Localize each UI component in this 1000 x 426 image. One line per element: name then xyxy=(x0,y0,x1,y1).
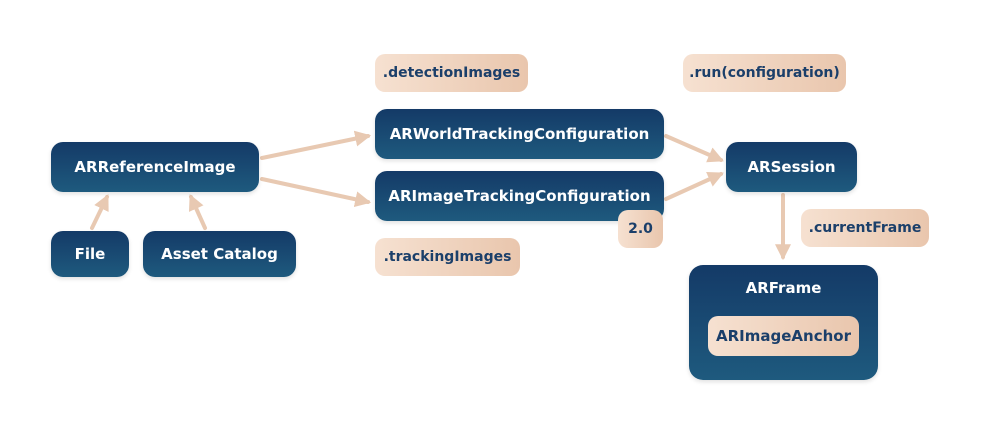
label-tracking-images-text: .trackingImages xyxy=(383,249,512,265)
arrow-file-to-arreferenceimage xyxy=(90,194,109,230)
node-arreferenceimage: ARReferenceImage xyxy=(51,142,259,192)
arrow-arreferenceimage-to-imagetracking xyxy=(260,177,372,208)
node-arimageanchor-label: ARImageAnchor xyxy=(716,327,851,345)
label-detection-images: .detectionImages xyxy=(375,54,528,92)
version-badge-text: 2.0 xyxy=(628,221,653,237)
arrow-imagetracking-to-arsession xyxy=(664,172,724,201)
version-badge: 2.0 xyxy=(618,210,663,248)
label-run-configuration: .run(configuration) xyxy=(683,54,846,92)
node-arsession-label: ARSession xyxy=(747,158,836,176)
label-run-configuration-text: .run(configuration) xyxy=(689,65,840,81)
label-tracking-images: .trackingImages xyxy=(375,238,520,276)
node-world-tracking-configuration-label: ARWorldTrackingConfiguration xyxy=(389,125,650,143)
node-arsession: ARSession xyxy=(726,142,857,192)
node-image-tracking-configuration: ARImageTrackingConfiguration xyxy=(375,171,664,221)
node-file-label: File xyxy=(74,245,106,263)
node-arframe-label: ARFrame xyxy=(745,279,822,297)
node-file: File xyxy=(51,231,129,277)
arrow-arreferenceimage-to-worldtracking xyxy=(260,130,372,160)
label-current-frame-text: .currentFrame xyxy=(808,220,922,236)
label-detection-images-text: .detectionImages xyxy=(382,65,521,81)
arrow-assetcatalog-to-arreferenceimage xyxy=(188,194,207,230)
node-image-tracking-configuration-label: ARImageTrackingConfiguration xyxy=(388,187,651,205)
node-arreferenceimage-label: ARReferenceImage xyxy=(74,158,236,176)
node-world-tracking-configuration: ARWorldTrackingConfiguration xyxy=(375,109,664,159)
node-arimageanchor: ARImageAnchor xyxy=(708,316,859,356)
node-asset-catalog-label: Asset Catalog xyxy=(161,245,278,263)
label-current-frame: .currentFrame xyxy=(801,209,929,247)
arrow-worldtracking-to-arsession xyxy=(664,134,724,163)
node-asset-catalog: Asset Catalog xyxy=(143,231,296,277)
